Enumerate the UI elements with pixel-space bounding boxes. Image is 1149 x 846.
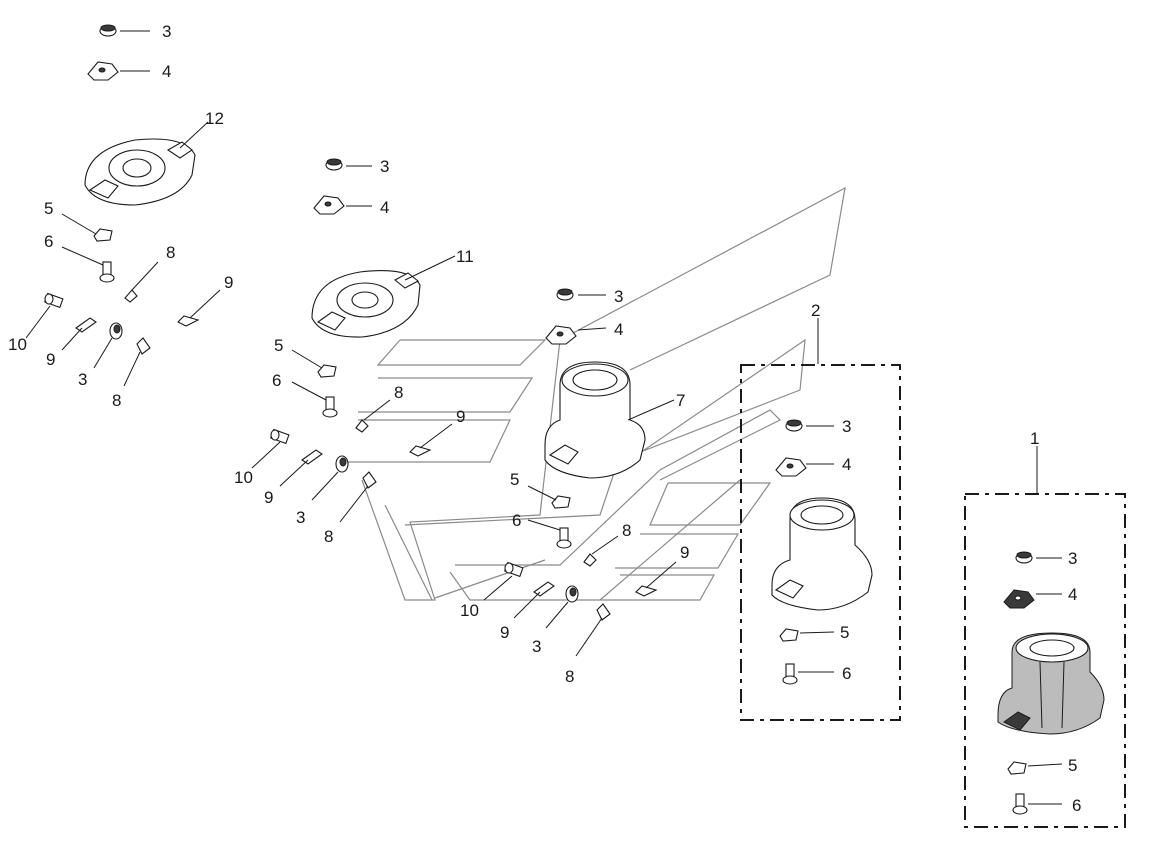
nut-kit1 [1015,551,1033,564]
nut-top-left [99,24,117,37]
callout-9c: 9 [456,407,465,426]
callout-9e: 9 [680,543,689,562]
clip-8-center-b [596,603,611,621]
blade-9-center-a [635,585,658,597]
spacer-plate-center [551,495,571,509]
callout-3b: 3 [78,370,87,389]
callout-6g: 6 [842,664,851,683]
nut-tl-b [109,322,123,340]
callout-6h: 6 [1072,796,1081,815]
blade-9-tl-b [75,317,97,333]
blade-disc-11 [311,270,421,338]
bolt-mid [322,396,338,418]
clip-8-mid-a [355,419,369,433]
clip-8-mid-b [362,471,377,489]
blade-disc-12 [84,138,196,206]
callout-6c: 6 [272,371,281,390]
callout-5: 5 [44,199,53,218]
bolt-10-center [504,561,524,578]
callout-3f: 3 [532,637,541,656]
bolt-tl [99,261,115,283]
callout-5e: 5 [510,470,519,489]
callout-3: 3 [162,22,171,41]
spacer-plate-mid [317,364,337,378]
callout-5c: 5 [274,336,283,355]
spacer-plate-kit1 [1007,761,1027,775]
kit-box-1 [964,493,1126,828]
callout-8: 8 [166,243,175,262]
nut-mid-b [335,455,349,473]
nut-center-b [565,585,579,603]
blade-9-mid-a [409,445,432,457]
washer-plate-center [545,325,577,345]
callout-2: 2 [811,301,820,320]
callout-8f: 8 [565,667,574,686]
bolt-kit1 [1012,793,1028,815]
callout-9: 9 [224,273,233,292]
callout-8c: 8 [394,383,403,402]
callout-12: 12 [205,109,224,128]
callout-10: 10 [8,335,27,354]
blade-9-tl-a [177,315,200,327]
washer-plate-kit1 [1003,589,1035,609]
callout-3h: 3 [1068,549,1077,568]
callout-9b: 9 [46,350,55,369]
bolt-center [556,527,572,549]
callout-4e: 4 [614,320,623,339]
clip-8-tl-a [124,289,138,303]
callout-5g: 5 [840,623,849,642]
callout-1: 1 [1030,429,1039,448]
hub-kit2 [771,497,873,611]
callout-8e: 8 [622,521,631,540]
assembly-guide-lines [340,186,846,601]
callout-7: 7 [676,391,685,410]
callout-4h: 4 [1068,585,1077,604]
blade-9-center-b [533,581,555,597]
callout-6: 6 [44,232,53,251]
clip-8-tl-b [136,337,151,355]
callout-4g: 4 [842,455,851,474]
callout-8d: 8 [324,527,333,546]
callout-3e: 3 [614,287,623,306]
callout-11: 11 [456,247,474,266]
hub-kit1 [997,632,1105,735]
bolt-10-tl [44,292,64,309]
spacer-plate-kit2 [779,628,799,642]
nut-mid [325,158,343,171]
bolt-kit2 [782,663,798,685]
callout-10c: 10 [234,468,253,487]
bolt-10-mid [270,428,290,445]
callout-3d: 3 [296,508,305,527]
washer-plate-mid [313,195,345,215]
washer-plate-top-left [87,61,119,81]
callout-4: 4 [162,62,171,81]
callout-9d: 9 [264,488,273,507]
callout-9f: 9 [500,623,509,642]
hub-7 [544,361,646,479]
callout-4c: 4 [380,198,389,217]
callout-3g: 3 [842,417,851,436]
nut-center [556,288,574,301]
clip-8-center-a [583,553,597,567]
callout-5h: 5 [1068,756,1077,775]
callout-8b: 8 [112,391,121,410]
washer-plate-kit2 [775,457,807,477]
kit-box-2 [740,364,901,721]
callout-3c: 3 [380,157,389,176]
spacer-plate-tl [93,228,113,242]
blade-9-mid-b [301,449,323,465]
callout-10e: 10 [460,601,479,620]
callout-6e: 6 [512,511,521,530]
nut-kit2 [785,419,803,432]
